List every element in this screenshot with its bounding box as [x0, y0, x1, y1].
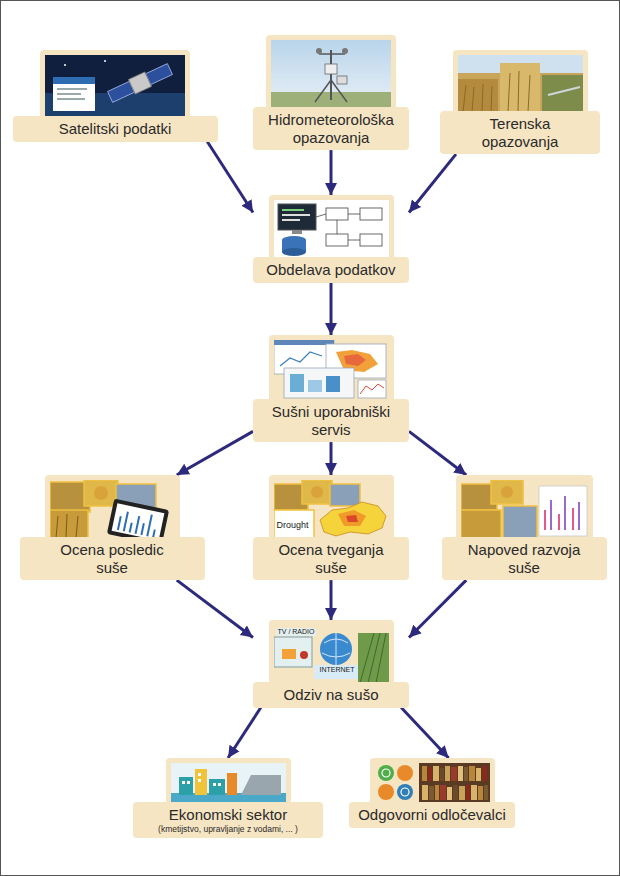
- picture-panel: [269, 195, 394, 263]
- picture-panel: [370, 758, 495, 808]
- label-panel: Hidrometeorološka opazovanja: [253, 107, 409, 150]
- label-panel: Obdelava podatkov: [253, 257, 409, 283]
- node-label: Sušni uporabniški servis: [259, 403, 403, 438]
- label-panel: Napoved razvoja suše: [442, 537, 607, 580]
- label-panel: Terenska opazovanja: [440, 111, 600, 154]
- node-label: Obdelava podatkov: [259, 261, 403, 279]
- picture-panel: TV / RADIO INTERNET: [269, 620, 394, 688]
- node-label: Odziv na sušo: [259, 686, 403, 704]
- picture-panel: [45, 475, 180, 543]
- flow-arrow: [177, 580, 253, 637]
- diagram-node: Ocena posledic suše: [20, 475, 205, 580]
- label-panel: Satelitski podatki: [13, 116, 218, 142]
- label-panel: Odziv na sušo: [253, 682, 409, 708]
- flow-arrow: [409, 154, 456, 212]
- flow-arrow: [177, 431, 253, 475]
- decision-makers-illustration: [375, 763, 490, 803]
- node-label: Terenska opazovanja: [452, 115, 588, 150]
- label-panel: Ekonomski sektor(kmetijstvo, upravljanje…: [133, 802, 323, 838]
- picture-panel: [166, 758, 291, 808]
- node-label: Napoved razvoja suše: [462, 541, 587, 576]
- flow-arrow: [330, 150, 333, 195]
- field-photos-illustration: [458, 55, 583, 112]
- flow-arrow: [330, 442, 333, 475]
- diagram-node: Ekonomski sektor(kmetijstvo, upravljanje…: [133, 758, 323, 838]
- weather-station-illustration: [271, 40, 391, 108]
- forecast-illustration: [461, 480, 588, 538]
- diagram-node: DroughtOcena tveganja suše: [253, 475, 409, 580]
- flow-arrow: [228, 708, 261, 758]
- flow-arrow: [409, 431, 466, 475]
- data-processing-illustration: [274, 200, 389, 258]
- diagram-node: Obdelava podatkov: [253, 195, 409, 283]
- node-label: Ocena tveganja suše: [271, 541, 391, 576]
- flow-arrow: [409, 580, 466, 637]
- diagram-node: Hidrometeorološka opazovanja: [253, 35, 409, 150]
- picture-caption: INTERNET: [318, 666, 357, 674]
- diagram-node: Sušni uporabniški servis: [253, 335, 409, 442]
- label-panel: Odgovorni odločevalci: [349, 802, 515, 828]
- picture-panel: [453, 50, 588, 117]
- picture-caption: TV / RADIO: [276, 628, 317, 636]
- economy-illustration: [171, 763, 286, 803]
- diagram-node: Odgovorni odločevalci: [349, 758, 515, 828]
- diagram-node: TV / RADIO INTERNET Odziv na sušo: [253, 620, 409, 708]
- picture-panel: [266, 35, 396, 113]
- node-label: Ocena posledic suše: [50, 541, 175, 576]
- picture-caption: Drought: [275, 521, 311, 531]
- diagram-node: Satelitski podatki: [13, 50, 218, 142]
- flow-arrow: [330, 283, 333, 335]
- diagram-node: Terenska opazovanja: [440, 50, 600, 154]
- node-label: Satelitski podatki: [23, 120, 208, 138]
- flow-arrow: [207, 142, 253, 213]
- label-panel: Sušni uporabniški servis: [253, 399, 409, 442]
- picture-panel: [269, 335, 394, 405]
- impact-assessment-illustration: [50, 480, 175, 538]
- node-label: Ekonomski sektor: [139, 806, 317, 824]
- node-label: Hidrometeorološka opazovanja: [259, 111, 403, 146]
- label-panel: Ocena tveganja suše: [253, 537, 409, 580]
- user-service-screens-illustration: [274, 340, 389, 400]
- flow-arrow: [330, 580, 333, 620]
- diagram-node: Napoved razvoja suše: [442, 475, 607, 580]
- satellite-illustration: [45, 55, 185, 117]
- picture-panel: [40, 50, 190, 122]
- node-label: Odgovorni odločevalci: [355, 806, 509, 824]
- label-panel: Ocena posledic suše: [20, 537, 205, 580]
- flow-arrow: [401, 708, 448, 758]
- picture-panel: Drought: [269, 475, 394, 543]
- picture-panel: [456, 475, 593, 543]
- node-subtext: (kmetijstvo, upravljanje z vodami, ... ): [139, 824, 317, 834]
